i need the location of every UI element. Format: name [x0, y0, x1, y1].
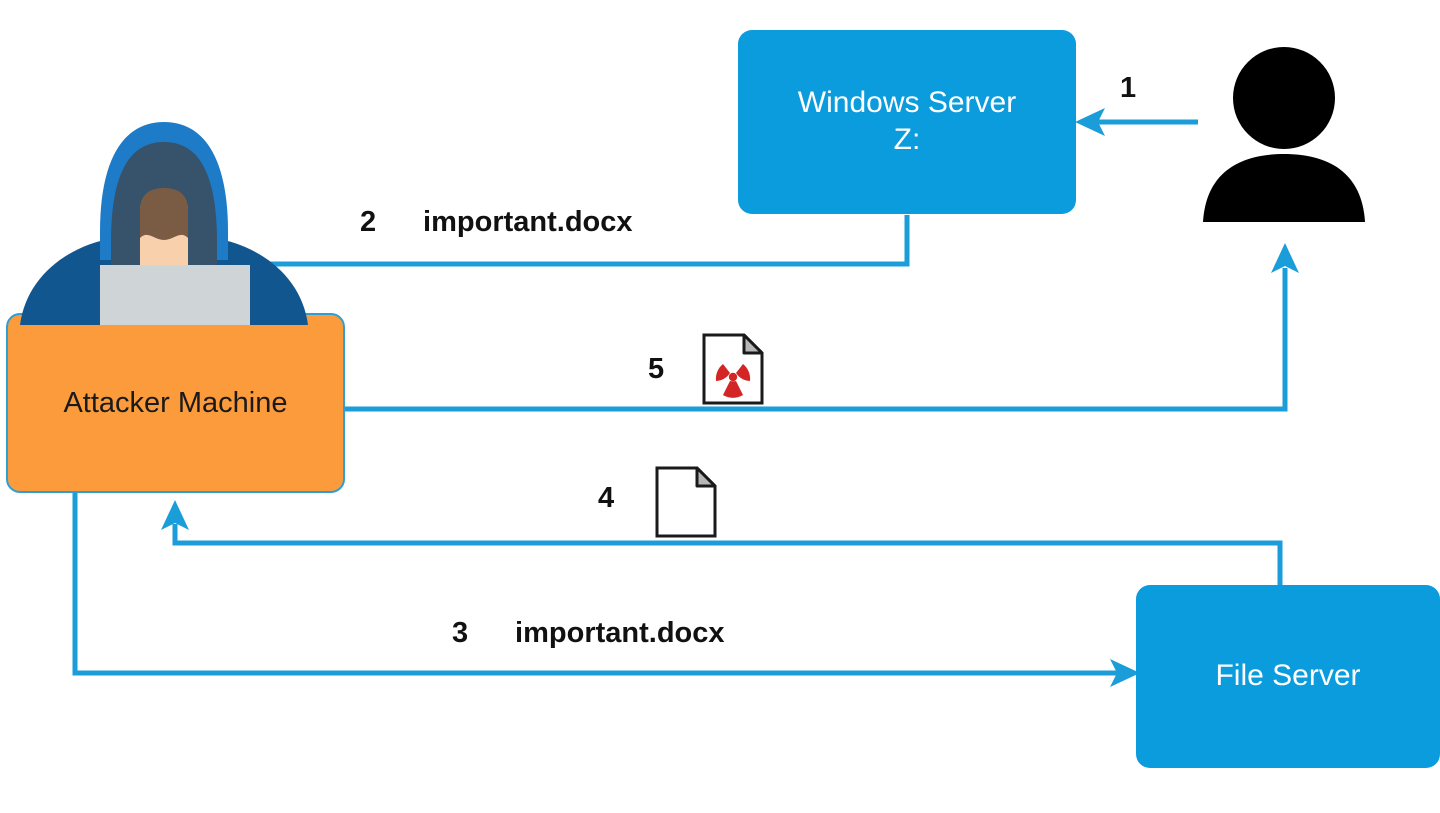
step-3-filename: important.docx: [515, 617, 725, 649]
radioactive-trefoil-icon: [715, 364, 751, 398]
connector-step-4: [161, 500, 1283, 586]
attacker-machine-label: Attacker Machine: [63, 386, 288, 419]
step-4-label: 4: [598, 482, 614, 515]
windows-server-label-line1: Windows Server: [797, 86, 1017, 120]
hacker-at-laptop-icon: [20, 122, 308, 325]
step-1-label: 1: [1120, 72, 1136, 105]
step-2-number: 2: [360, 206, 377, 238]
blank-document-icon: [655, 466, 717, 538]
step-5-label: 5: [648, 353, 664, 386]
connector-step-3: [72, 492, 1140, 687]
windows-server-label-line2: Z:: [893, 123, 921, 156]
step-3-number: 3: [452, 617, 469, 649]
node-windows-server[interactable]: Windows Server Z:: [738, 30, 1076, 214]
user-person-icon: [1203, 47, 1365, 222]
step-1-number: 1: [1120, 72, 1137, 104]
file-server-label: File Server: [1215, 659, 1361, 693]
node-file-server[interactable]: File Server: [1136, 585, 1440, 768]
node-attacker-machine[interactable]: Attacker Machine: [6, 313, 345, 493]
step-2-filename: important.docx: [423, 206, 633, 238]
step-2-label: 2 important.docx: [360, 206, 633, 239]
connector-step-1: [1075, 108, 1198, 136]
radioactive-document-icon: [702, 333, 764, 405]
step-4-number: 4: [598, 482, 615, 514]
step-5-number: 5: [648, 353, 665, 385]
step-3-label: 3 important.docx: [452, 617, 725, 650]
connector-step-5: [345, 243, 1299, 412]
